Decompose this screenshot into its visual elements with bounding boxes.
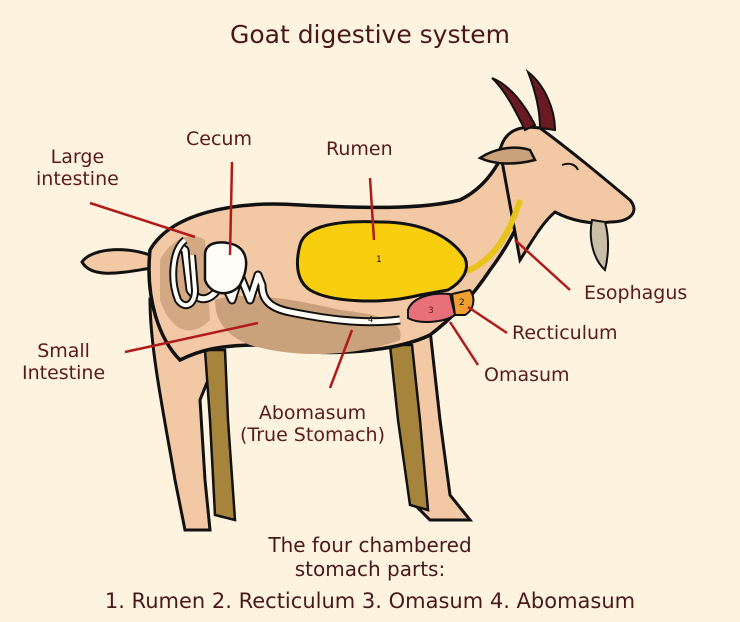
- label-recticulum: Recticulum: [512, 322, 618, 344]
- hind-leg-shade: [203, 348, 237, 522]
- label-line: Intestine: [22, 362, 106, 384]
- caption-line-1: The four chambered: [268, 533, 472, 557]
- label-line: (True Stomach): [240, 424, 385, 446]
- esophagus: [454, 199, 523, 275]
- hind-leg: [148, 297, 222, 532]
- horn: [491, 77, 537, 132]
- recticulum-shape: [450, 288, 475, 316]
- cecum-shape: [203, 241, 248, 295]
- label-rumen: Rumen: [326, 138, 393, 160]
- label-line: Large: [50, 146, 105, 168]
- tail: [80, 248, 154, 275]
- diagram-title: Goat digestive system: [229, 20, 511, 49]
- fore-leg-shade: [388, 343, 430, 512]
- label-omasum: Omasum: [484, 364, 570, 386]
- caption-line-2: stomach parts:: [294, 557, 446, 581]
- small-intestine-inner: [176, 242, 401, 325]
- label-line: Small: [37, 340, 90, 362]
- caption-parts: 1. Rumen 2. Recticulum 3. Omasum 4. Abom…: [104, 589, 636, 613]
- abomasum-number: 4: [368, 315, 373, 324]
- belly-shade: [215, 295, 401, 355]
- beard: [589, 218, 609, 272]
- eye: [561, 162, 579, 171]
- label-line: intestine: [36, 168, 119, 190]
- leader-lines: [89, 161, 571, 389]
- ear: [477, 146, 537, 165]
- rumen-shape: [295, 220, 468, 303]
- omasum-number: 3: [428, 306, 434, 316]
- label-cecum: Cecum: [186, 128, 252, 150]
- label-abomasum: Abomasum (True Stomach): [240, 402, 385, 446]
- horn: [525, 69, 557, 132]
- label-esophagus: Esophagus: [584, 282, 688, 304]
- label-large-intestine: Large intestine: [36, 146, 119, 190]
- large-intestine-inner: [171, 238, 198, 308]
- recticulum-number: 2: [459, 298, 465, 308]
- label-small-intestine: Small Intestine: [22, 340, 105, 384]
- rumen-number: 1: [376, 255, 382, 265]
- label-line: Abomasum: [258, 402, 367, 424]
